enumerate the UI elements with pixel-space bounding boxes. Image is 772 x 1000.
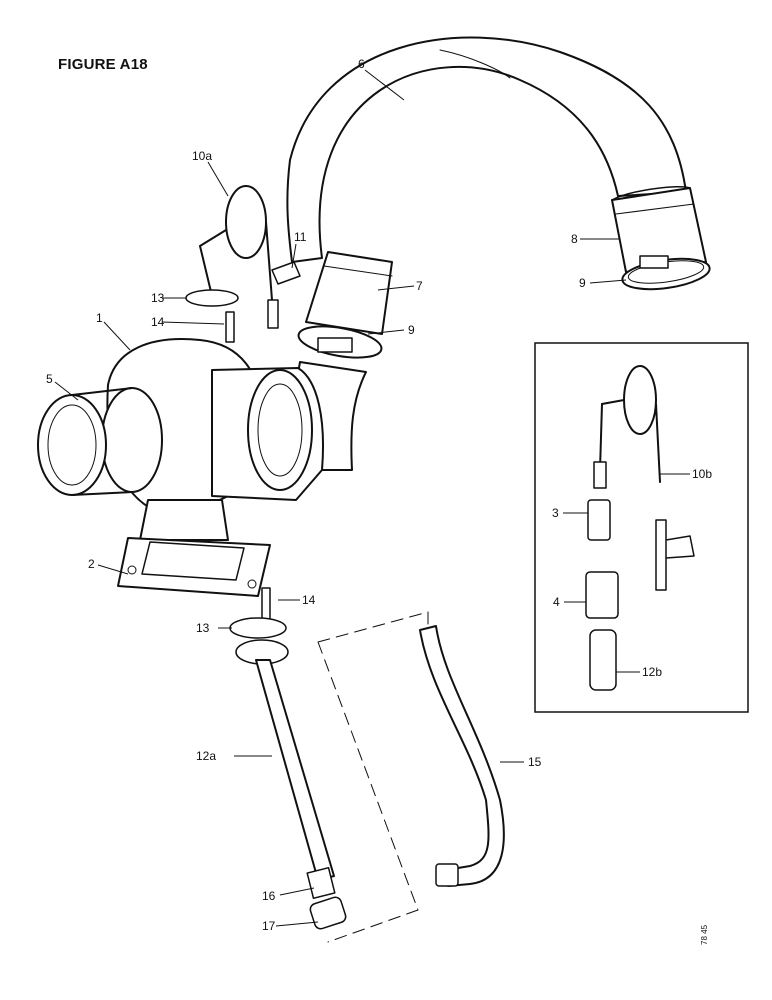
figure-title: FIGURE A18 [58,56,148,73]
union-17 [309,896,347,930]
label-1: 1 [96,311,103,325]
label-12a: 12a [196,749,216,763]
leader-lines [54,69,690,927]
stud-14-upper [225,311,235,343]
gasket-13-upper [185,289,239,307]
sleeve-8 [611,186,707,273]
drawing-reference-code: 78 45 [700,924,709,945]
label-7: 7 [416,279,423,293]
clip-11 [271,261,301,285]
label-13-lower: 13 [196,621,210,635]
label-14-lower: 14 [302,593,316,607]
label-12b: 12b [642,665,662,679]
label-15: 15 [528,755,542,769]
hose-6 [286,36,687,263]
label-2: 2 [88,557,95,571]
connector-7 [305,251,393,335]
label-10a: 10a [192,149,212,163]
gasket-13-lower [229,617,287,639]
label-9-lower: 9 [408,323,415,337]
inset-box [534,342,749,713]
oil-drain-pipe-12a [235,639,335,881]
stud-14-lower [261,587,271,621]
label-14-upper: 14 [151,315,165,329]
label-8: 8 [571,232,578,246]
hose-clip-9-lower [297,325,383,359]
label-16: 16 [262,889,276,903]
label-17: 17 [262,919,276,933]
inlet-sleeve-5 [37,387,163,496]
label-6: 6 [358,57,365,71]
hose-clip-9-upper [621,255,711,291]
label-11: 11 [294,230,307,244]
hose-16 [306,866,336,900]
label-4: 4 [553,595,560,609]
label-3: 3 [552,506,559,520]
oil-feed-pipe-10a [198,185,279,329]
label-9-upper: 9 [579,276,586,290]
turbocharger-1 [106,338,324,541]
label-5: 5 [46,372,53,386]
label-10b: 10b [692,467,712,481]
dashed-group-outline [317,611,429,943]
flange-2 [117,537,271,597]
oil-drain-hose-15 [419,625,505,887]
label-13-upper: 13 [151,291,165,305]
